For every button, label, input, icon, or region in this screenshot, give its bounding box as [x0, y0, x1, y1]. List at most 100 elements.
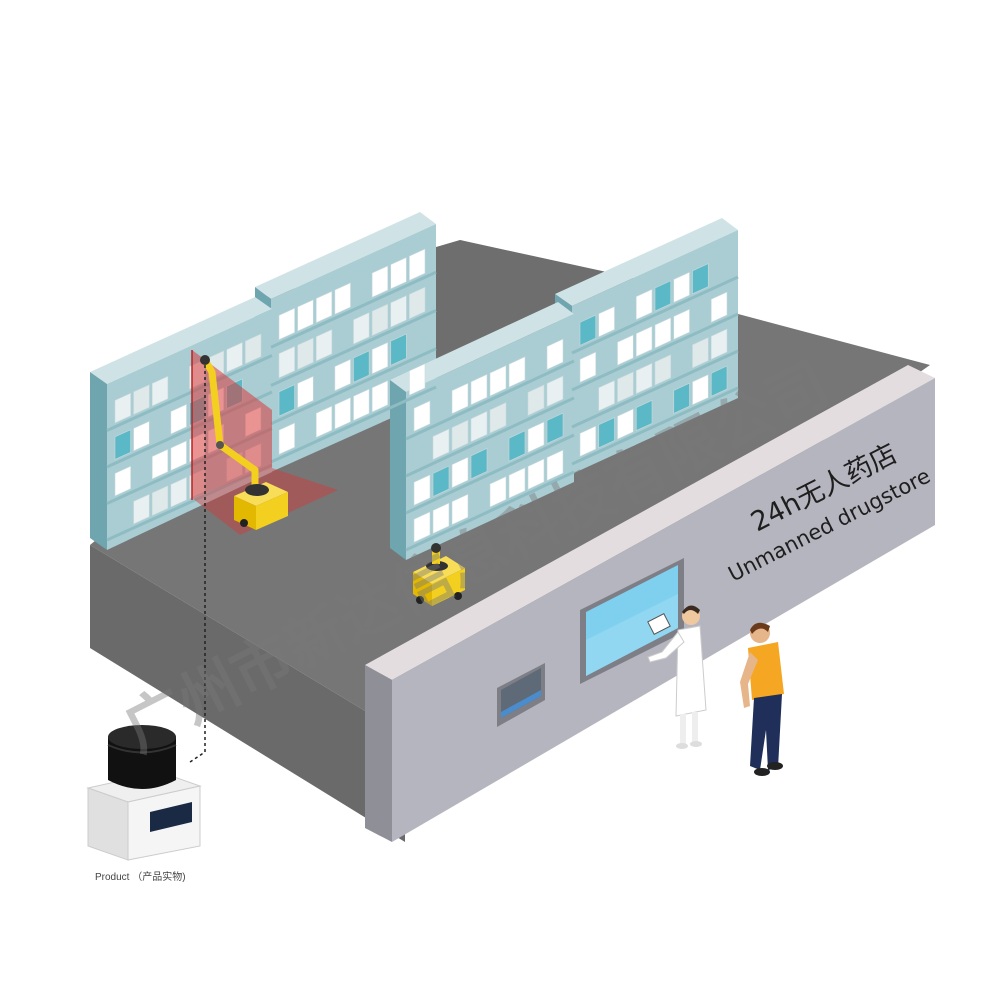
- medicine-box: [114, 429, 131, 460]
- medicine-box: [617, 371, 634, 403]
- medicine-box: [527, 384, 545, 416]
- pharmacist-figure: [647, 605, 707, 749]
- medicine-box: [432, 502, 450, 534]
- storefront-wall: [365, 365, 935, 842]
- medicine-box: [489, 476, 507, 508]
- medicine-box: [635, 288, 653, 321]
- medicine-box: [527, 458, 545, 490]
- medicine-box: [114, 465, 131, 497]
- medicine-box: [390, 295, 407, 328]
- medicine-box: [635, 325, 653, 358]
- medicine-box: [635, 399, 653, 432]
- medicine-box: [692, 374, 709, 406]
- medicine-box: [546, 412, 564, 445]
- shelf-plank: [571, 349, 739, 429]
- medicine-box: [710, 365, 728, 397]
- medicine-box: [579, 351, 597, 383]
- medicine-box: [673, 271, 690, 303]
- shelf-plank: [270, 270, 437, 349]
- medicine-box: [546, 375, 564, 408]
- medicine-box: [353, 388, 370, 421]
- medicine-box: [432, 428, 450, 460]
- medicine-box: [673, 308, 690, 340]
- lidar-connection-line: [189, 365, 206, 763]
- medicine-box: [170, 476, 187, 508]
- medicine-box: [470, 410, 488, 443]
- shelf-plank: [405, 359, 575, 441]
- medicine-box: [579, 425, 597, 457]
- medicine-box: [451, 456, 469, 489]
- medicine-box: [133, 420, 150, 452]
- medicine-box: [598, 306, 615, 338]
- medicine-box: [278, 422, 295, 455]
- medicine-box: [297, 375, 314, 409]
- medicine-box: [245, 333, 262, 365]
- shelf-plank: [571, 312, 739, 392]
- medicine-box: [371, 303, 389, 336]
- medicine-box: [489, 402, 507, 434]
- medicine-box: [635, 362, 653, 395]
- medicine-box: [654, 280, 672, 312]
- medicine-box: [170, 440, 187, 471]
- medicine-box: [315, 405, 333, 438]
- shelf-plank: [571, 275, 739, 355]
- medicine-box: [114, 392, 131, 424]
- medicine-box: [151, 375, 169, 407]
- shelf-plank: [405, 470, 575, 552]
- medicine-box: [315, 329, 333, 362]
- shelf-plank: [270, 347, 437, 426]
- medicine-box: [508, 430, 526, 462]
- medicine-box: [151, 485, 169, 516]
- medicine-box: [133, 384, 150, 415]
- medicine-box: [334, 358, 351, 392]
- customer-figure: [740, 622, 784, 776]
- medicine-box: [527, 421, 545, 453]
- medicine-box: [371, 341, 389, 375]
- medicine-box: [470, 373, 488, 406]
- medicine-box: [409, 286, 426, 320]
- medicine-box: [278, 307, 295, 341]
- medicine-box: [710, 328, 728, 360]
- medicine-box: [710, 291, 728, 323]
- shelf-plank: [405, 433, 575, 515]
- medicine-box: [353, 312, 370, 345]
- medicine-box: [278, 384, 295, 417]
- shelf-plank: [270, 309, 437, 387]
- medicine-box: [692, 263, 709, 295]
- shelf-plank: [405, 396, 575, 478]
- medicine-box: [371, 265, 389, 298]
- medicine-box: [170, 403, 187, 435]
- medicine-box: [508, 467, 526, 499]
- medicine-box: [390, 333, 407, 366]
- medicine-box: [353, 350, 370, 383]
- medicine-box: [390, 257, 407, 290]
- medicine-box: [409, 363, 426, 396]
- medicine-box: [579, 314, 597, 346]
- medicine-box: [226, 342, 243, 373]
- medicine-box: [297, 299, 314, 332]
- medicine-box: [297, 337, 314, 370]
- medicine-box: [654, 354, 672, 386]
- medicine-box: [451, 493, 469, 526]
- medicine-box: [151, 448, 169, 480]
- robot-arm-icon: [200, 355, 288, 530]
- medicine-box: [654, 317, 672, 349]
- medicine-box: [617, 408, 634, 440]
- medicine-box: [617, 334, 634, 366]
- medicine-box: [598, 380, 615, 412]
- medicine-box: [489, 365, 507, 397]
- medicine-box: [598, 417, 615, 449]
- medicine-box: [470, 447, 488, 480]
- medicine-box: [413, 511, 431, 543]
- mobile-robot-icon: [413, 543, 465, 606]
- shelf-plank: [571, 386, 739, 466]
- medicine-box: [413, 474, 431, 506]
- medicine-box: [692, 337, 709, 369]
- medicine-box: [315, 290, 333, 324]
- medicine-box: [334, 282, 351, 315]
- medicine-box: [546, 338, 564, 371]
- medicine-box: [409, 248, 426, 281]
- medicine-box: [334, 397, 351, 430]
- medicine-box: [133, 493, 150, 525]
